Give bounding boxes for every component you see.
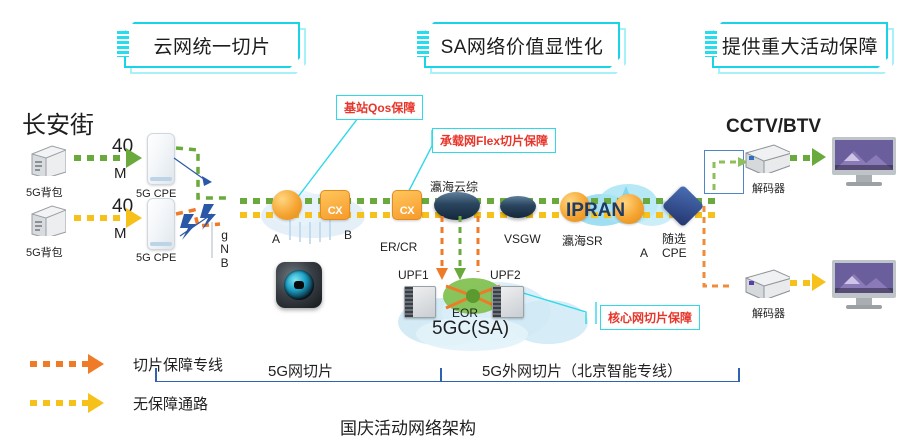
rate-unit-1: M <box>114 165 127 182</box>
callout-label: 承载网Flex切片保障 <box>440 134 549 148</box>
5g-backpack-icon-1 <box>31 145 66 176</box>
flow-arrow-yellow-2 <box>126 208 142 228</box>
ran-node-icon <box>272 190 302 220</box>
upf2-server-icon <box>492 286 524 318</box>
banner-sa-network-value: SA网络价值显性化 <box>417 22 620 68</box>
monitor-icon-1 <box>832 137 896 186</box>
decoder-1-to-monitor-dots <box>790 155 812 161</box>
callout-base-station-qos: 基站Qos保障 <box>336 95 424 120</box>
label-5gc-sa: 5GC(SA) <box>432 318 510 339</box>
label-suixuan-cpe-line1: 随选 <box>662 232 687 246</box>
bracket-label-5g-external-slice: 5G外网切片（北京智能专线） <box>482 363 683 380</box>
core-vertical-flow-lines <box>436 216 480 280</box>
legend-dots-orange <box>30 361 88 367</box>
banner-major-event-guarantee: 提供重大活动保障 <box>705 22 888 68</box>
monitor-icon-2 <box>832 260 896 309</box>
camera-icon <box>276 262 322 308</box>
cctv-btv-title: CCTV/BTV <box>726 116 821 137</box>
gnb-label: gNB <box>217 228 232 270</box>
bracket-tick-right-2 <box>738 368 740 382</box>
legend-dots-yellow <box>30 400 88 406</box>
label-node-ipran: IPRAN <box>566 200 626 221</box>
flow-dots-green-1 <box>74 155 126 161</box>
cpe-to-gnb-connectors <box>173 146 226 258</box>
bracket-tick-right-1 <box>440 368 442 382</box>
rate-unit-2: M <box>114 225 127 242</box>
flow-arrow-green-1 <box>126 148 142 168</box>
banner-tab-icon <box>705 31 717 57</box>
banner-label: SA网络价值显性化 <box>440 36 604 58</box>
decoder-loop-box <box>704 150 744 194</box>
diagram-caption: 国庆活动网络架构 <box>340 419 476 438</box>
cpe-label-1: 5G CPE <box>136 188 177 200</box>
banner-label: 提供重大活动保障 <box>721 36 878 58</box>
eor-fabric-icon <box>443 278 503 314</box>
decoder-2-monitor-arrow <box>812 273 826 291</box>
banner-tab-icon <box>417 31 429 57</box>
label-upf1: UPF1 <box>398 268 429 282</box>
yinghai-yunzong-switch-1 <box>434 192 480 220</box>
ipran-node-icon-1 <box>560 192 590 222</box>
bracket-tick-left-1 <box>155 368 157 382</box>
cpe-label-2: 5G CPE <box>136 252 177 264</box>
decoder-1-green-path <box>712 157 748 190</box>
backpack-label-1: 5G背包 <box>26 187 63 199</box>
bracket-line-5g-external-slice <box>440 381 738 382</box>
bracket-line-5g-slice <box>155 381 440 382</box>
decoder-icon-1 <box>745 144 790 173</box>
site-title: 长安街 <box>22 112 94 139</box>
yinghai-yunzong-switch-2 <box>500 196 536 218</box>
5g-cpe-device-2 <box>147 198 175 250</box>
decoder-2-orange-path <box>702 206 734 288</box>
banner-cloud-net-unified-slice: 云网统一切片 <box>117 22 300 68</box>
decoder-1-monitor-arrow <box>812 148 826 166</box>
label-node-er-cr: ER/CR <box>380 240 418 254</box>
upf1-server-icon <box>404 286 436 318</box>
callout-leader-line-core <box>520 291 597 324</box>
transport-bus-yellow <box>240 212 718 218</box>
cx-router-icon-1: CX <box>320 190 350 220</box>
decoder-label-1: 解码器 <box>752 183 785 195</box>
callout-label: 基站Qos保障 <box>344 101 416 115</box>
label-node-b: B <box>344 228 353 242</box>
legend-label-slice-dedicated-line: 切片保障专线 <box>133 357 224 374</box>
label-node-vsgw: VSGW <box>504 232 541 246</box>
cx-router-icon-2: CX <box>392 190 422 220</box>
5g-backpack-icon-2 <box>31 205 66 236</box>
flow-dots-yellow-2 <box>74 215 126 221</box>
backpack-label-2: 5G背包 <box>26 247 63 259</box>
bracket-label-5g-slice: 5G网切片 <box>268 363 334 380</box>
decoder-icon-2 <box>745 269 790 298</box>
decoder-label-2: 解码器 <box>752 308 785 320</box>
ipran-node-icon-2 <box>614 194 644 224</box>
callout-core-network-slice: 核心网切片保障 <box>600 305 701 330</box>
label-node-yinghai-yunzong: 瀛海云综 <box>430 180 479 194</box>
callout-bearer-flex-slice: 承载网Flex切片保障 <box>432 128 557 153</box>
label-eor: EOR <box>452 306 479 320</box>
decoder-2-to-monitor-dots <box>790 280 812 286</box>
label-node-a-access: A <box>640 246 649 260</box>
banner-label: 云网统一切片 <box>153 36 271 58</box>
label-suixuan-cpe-line2: CPE <box>662 246 687 260</box>
legend-arrow-orange <box>88 354 104 374</box>
banner-tab-icon <box>117 31 129 57</box>
legend-arrow-yellow <box>88 393 104 413</box>
label-upf2: UPF2 <box>490 268 521 282</box>
label-node-a-ran: A <box>272 232 281 246</box>
label-node-yinghai-sr: 瀛海SR <box>562 234 603 248</box>
callout-label: 核心网切片保障 <box>608 311 693 325</box>
legend-label-unguaranteed-path: 无保障通路 <box>133 396 209 413</box>
